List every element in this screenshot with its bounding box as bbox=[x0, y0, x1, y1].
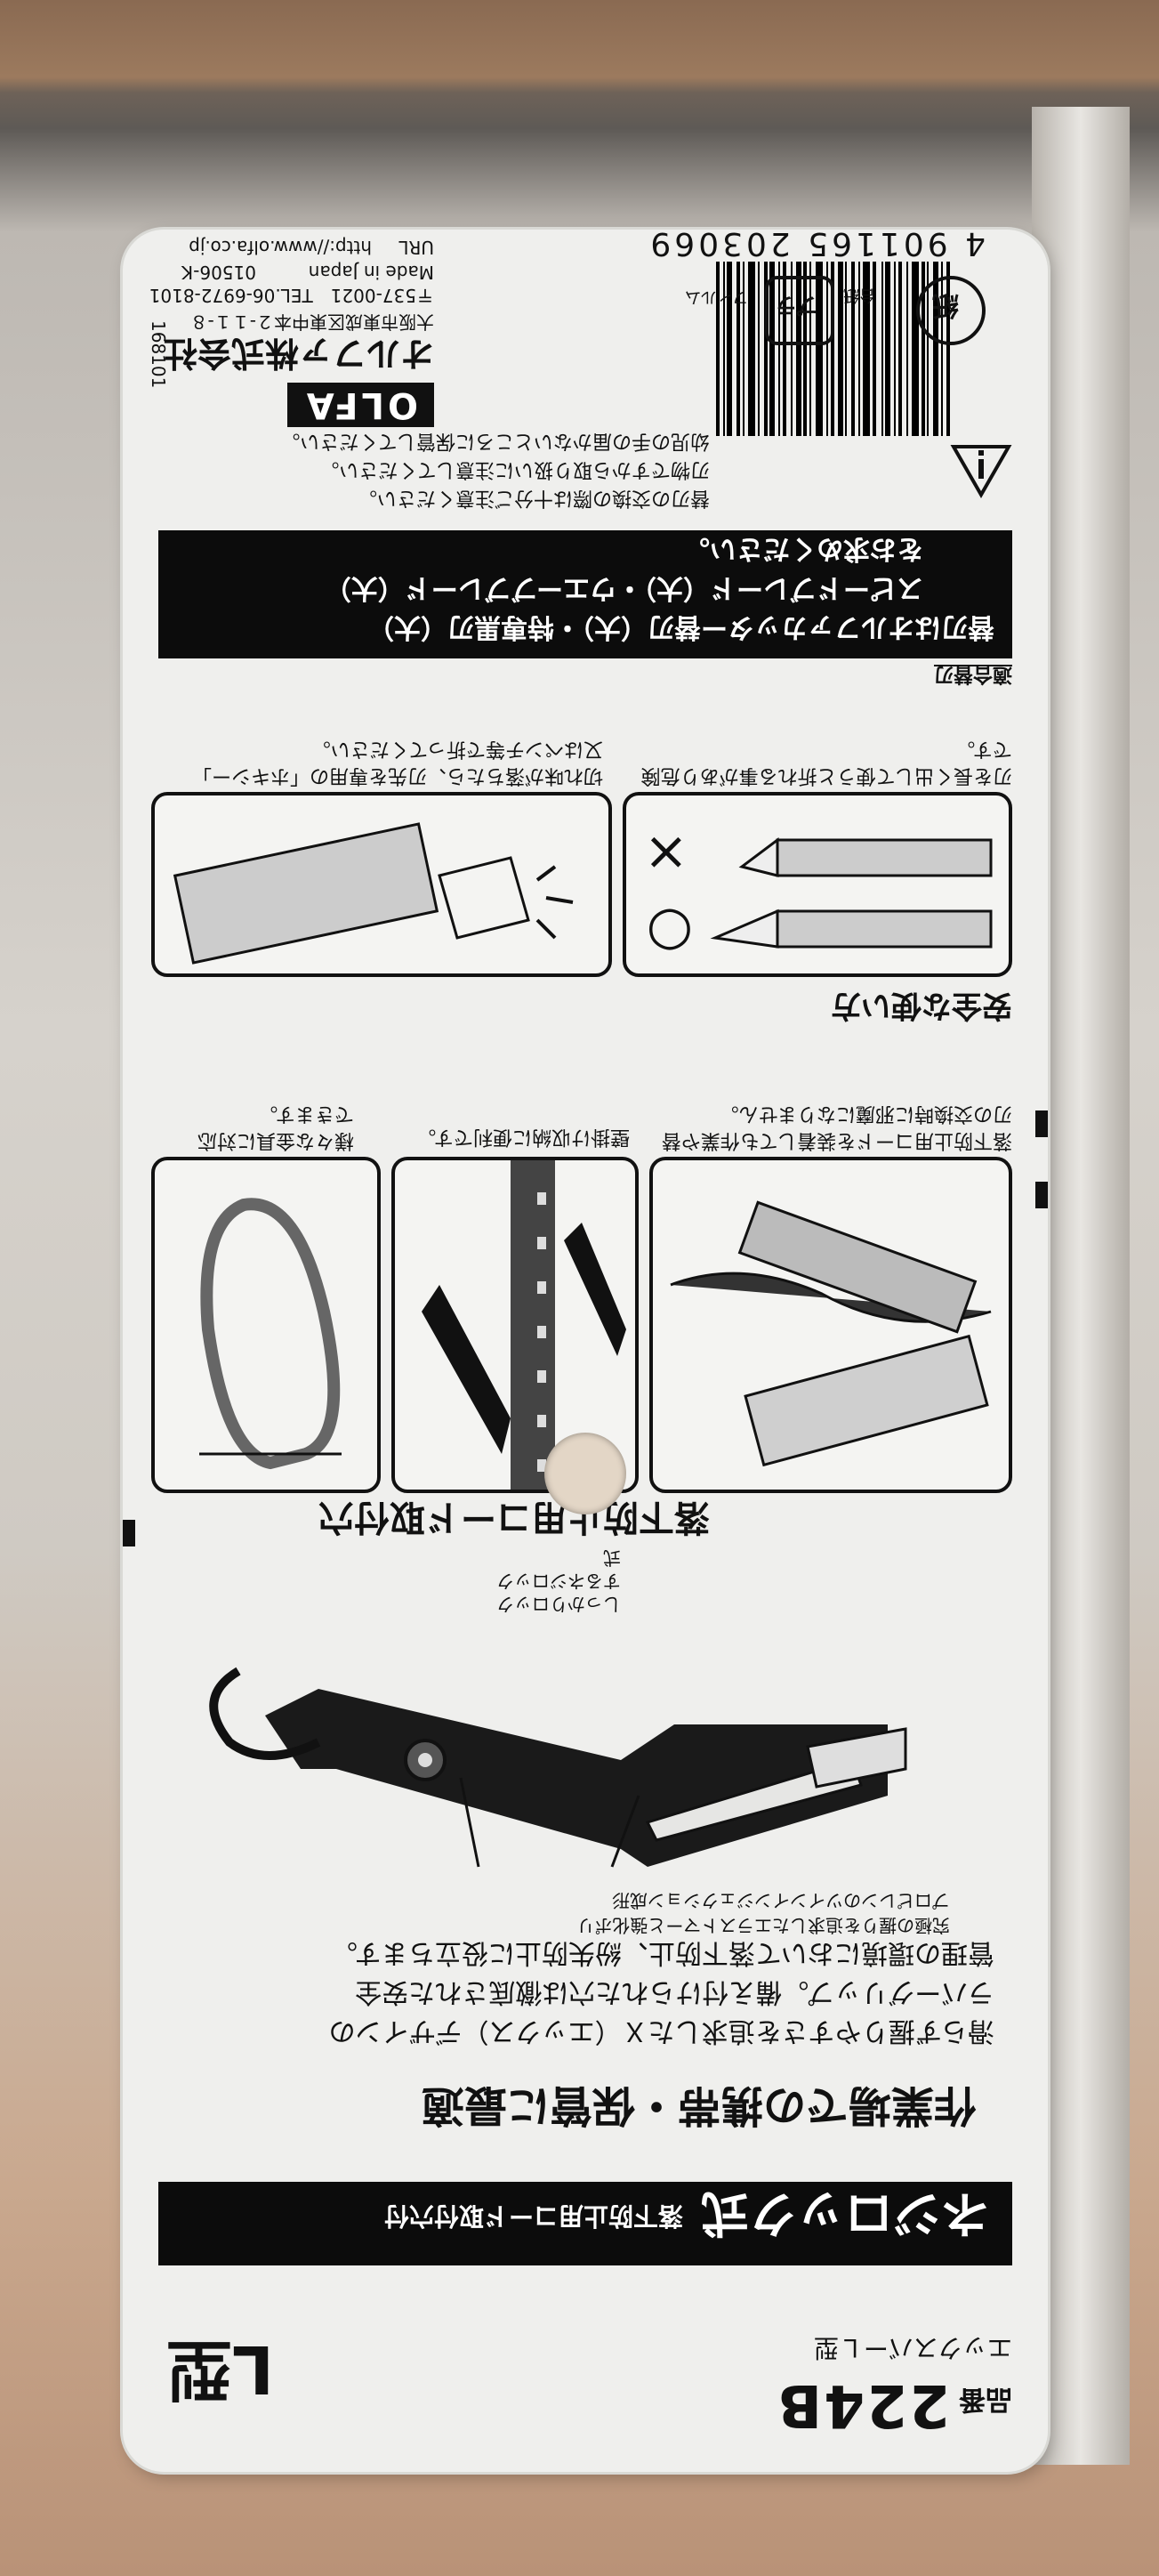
plastic-mark: プラ bbox=[776, 293, 818, 318]
edge-mark-2 bbox=[1035, 1110, 1048, 1137]
blades-line-3: をお求めください。 bbox=[683, 533, 923, 564]
product-number: 224B bbox=[775, 2371, 950, 2440]
blades-box: 替刃はオルファカッター替刃（大）・特専黒刃（大） スピードブレード（大）・ウエー… bbox=[158, 530, 1012, 658]
callout-grip-text: 究極の握りを追求したエラストマーと強化ポリプロピレンのツインインジェクション成形 bbox=[576, 1890, 950, 1936]
cord-caption-3-text: 様々な金具に対応できます。 bbox=[197, 1102, 354, 1151]
cord-section-title: 落下防止用コード取付穴 bbox=[318, 1497, 710, 1538]
callout-grip: 究極の握りを追求したエラストマーと強化ポリプロピレンのツインインジェクション成形 bbox=[567, 1888, 950, 1938]
company-code: 01506-K bbox=[181, 262, 256, 283]
blades-line-1: 替刃はオルファカッター替刃（大）・特専黒刃（大） bbox=[367, 611, 994, 642]
safety-caption-2-text: 切れ味が落ちたら、刃先を専用の「ホキシー」又はペンチ等で折ってください。 bbox=[191, 738, 603, 787]
header-bar-subtitle: 落下防止用コード取付穴付 bbox=[383, 2201, 683, 2231]
lot-number: 168101 bbox=[148, 320, 169, 389]
company-made-in: Made in Japan bbox=[308, 262, 434, 283]
edge-mark-3 bbox=[123, 1520, 135, 1546]
background-rail bbox=[1032, 107, 1130, 2465]
paper-label: 台紙 bbox=[843, 286, 875, 304]
paper-recycle-circle bbox=[916, 276, 986, 345]
recycle-marks: 紙 台紙 プラ フィルム bbox=[685, 267, 1023, 374]
header-bar-title: ネジロック式 bbox=[701, 2185, 989, 2241]
callout-lock: しっかりロックするネジロック式 bbox=[496, 1547, 621, 1615]
cord-caption-3: 様々な金具に対応できます。 bbox=[185, 1100, 354, 1153]
company-name: オルファ株式会社 bbox=[163, 334, 434, 373]
description-line-2: ラバーグリップ。備え付けられた穴は徹底された安全 bbox=[355, 1976, 994, 2007]
plastic-label: フィルム bbox=[685, 287, 749, 306]
mark-ng: × bbox=[643, 822, 688, 884]
safety-caption-2: 切れ味が落ちたら、刃先を専用の「ホキシー」又はペンチ等で折ってください。 bbox=[176, 735, 603, 788]
warning-1: 替刃の交換の際は十分ご注意ください。 bbox=[357, 487, 710, 509]
cord-caption-1: 落下防止用コードを装着しても作業や替刃の交換時に邪魔になりません。 bbox=[656, 1100, 1012, 1153]
cord-illustration-1 bbox=[670, 1200, 992, 1467]
package-card: 品番 224B エックスバーＬ型 L型 ネジロック式 落下防止用コード取付穴付 … bbox=[123, 230, 1048, 2472]
header-bar: ネジロック式 落下防止用コード取付穴付 bbox=[158, 2182, 1012, 2265]
company-url-label: URL bbox=[398, 237, 434, 258]
safety-panel-ng: ○ × bbox=[623, 792, 1012, 977]
blade-snap-illustration bbox=[173, 822, 574, 965]
edge-mark-1 bbox=[1035, 1182, 1048, 1208]
warning-triangle-icon bbox=[950, 445, 1012, 498]
blades-line-2: スピードブレード（大）・ウエーブブレード（大） bbox=[324, 572, 923, 603]
safety-caption-1-text: 刃を長く出して使うと折れる事があり危険です。 bbox=[640, 738, 1012, 787]
company-address: 大阪市東成区東中本２-１１-８ bbox=[189, 311, 434, 333]
cord-caption-1-text: 落下防止用コードを装着しても作業や替刃の交換時に邪魔になりません。 bbox=[661, 1102, 1012, 1151]
cord-panel-3 bbox=[151, 1157, 381, 1493]
warning-3: 幼児の手の届かないところに保管してください。 bbox=[280, 430, 710, 452]
olfa-logo: OLFA bbox=[286, 383, 434, 427]
safety-panel-snap bbox=[151, 792, 612, 977]
cutter-knife-illustration bbox=[209, 1667, 907, 1868]
blade-extended-illustration bbox=[710, 837, 993, 949]
headline: 作業場での携帯・保管に最適 bbox=[421, 2080, 977, 2130]
cord-panel-1 bbox=[649, 1157, 1012, 1493]
product-number-label: 品番 bbox=[959, 2384, 1012, 2415]
cord-illustration-2 bbox=[422, 1160, 626, 1490]
cord-panel-2 bbox=[391, 1157, 639, 1493]
paper-mark: 紙 bbox=[932, 289, 959, 320]
description-line-1: 滑らず握りやすさを追求したＸ（エックス）デザインの bbox=[328, 2015, 995, 2047]
hang-hole bbox=[544, 1433, 626, 1514]
plastic-recycle-circle bbox=[765, 276, 834, 345]
safety-section-title: 安全な使い方 bbox=[831, 988, 1012, 1023]
description-line-3: 管理の環境において落下防止、紛失防止に役立ちます。 bbox=[330, 1937, 994, 1968]
product-type-badge: L型 bbox=[165, 2330, 274, 2407]
barcode-digits: 4 901165 203069 bbox=[647, 230, 986, 262]
package-content-rotated: 品番 224B エックスバーＬ型 L型 ネジロック式 落下防止用コード取付穴付 … bbox=[123, 230, 1048, 2472]
blades-label: 適合替刃 bbox=[933, 663, 1012, 685]
safety-caption-1: 刃を長く出して使うと折れる事があり危険です。 bbox=[630, 735, 1012, 788]
mark-ok: ○ bbox=[646, 902, 693, 965]
company-url: http://www.olfa.co.jp bbox=[189, 237, 372, 258]
carabiner-illustration bbox=[199, 1198, 342, 1470]
cord-caption-2: 壁掛け収納に便利です。 bbox=[416, 1126, 630, 1148]
company-postal-tel: 〒537-0021 TEL.06-6972-8101 bbox=[149, 285, 434, 306]
warning-2: 刃物ですから取り扱いに注意してください。 bbox=[319, 458, 710, 480]
product-name: エックスバーＬ型 bbox=[813, 2333, 1012, 2362]
